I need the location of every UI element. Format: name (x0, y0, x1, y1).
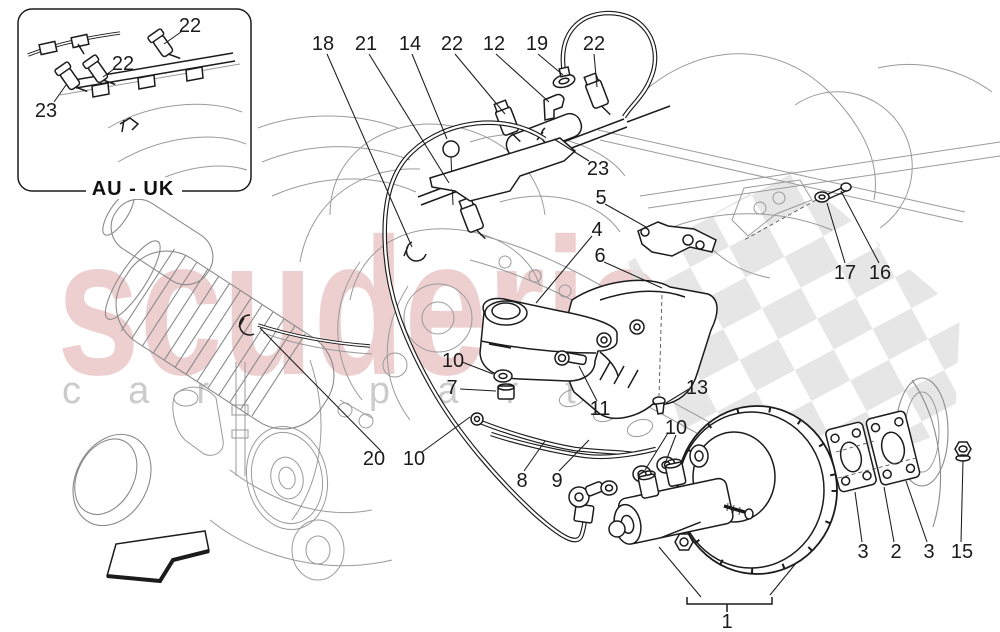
tank-cap (484, 300, 528, 326)
nut (674, 533, 694, 551)
car-chassis-outline (597, 53, 1000, 279)
callout-22: 22 (441, 33, 463, 55)
support-bracket-5 (637, 221, 717, 257)
booster-grommet (689, 444, 709, 468)
callout-20: 20 (363, 448, 385, 470)
callout-13: 13 (686, 377, 708, 399)
callout-22b: 22 (583, 33, 605, 55)
callout-2: 2 (890, 541, 901, 563)
grommet-10 (493, 369, 513, 383)
inset-box: 22 22 23 AU - UK (17, 8, 252, 200)
direction-arrow (106, 530, 210, 584)
pipe-clamp-20 (238, 314, 373, 355)
group-brace (686, 597, 773, 612)
callout-3b: 3 (923, 541, 934, 563)
callout-19: 19 (526, 33, 548, 55)
callout-9: 9 (551, 470, 562, 492)
banjo-elbow (568, 486, 590, 508)
inset-injector (82, 54, 116, 86)
callout-12: 12 (483, 33, 505, 55)
plug (600, 480, 618, 496)
inset-injector (54, 61, 88, 93)
servo-hose (382, 120, 605, 543)
hose-ring-10 (470, 412, 484, 426)
callout-21: 21 (355, 33, 377, 55)
callout-10b: 10 (403, 448, 425, 470)
heat-shield (564, 279, 718, 419)
stud-bolt (723, 502, 754, 520)
bolt-13 (652, 396, 666, 415)
inset-callout-22b: 22 (112, 53, 134, 75)
callout-18: 18 (312, 33, 334, 55)
expansion-tank (479, 297, 666, 415)
callout-23: 23 (587, 158, 609, 180)
chassis-bolts (743, 182, 852, 241)
inset-injector (147, 28, 181, 60)
brake-booster-assembly (676, 377, 972, 575)
callout-14: 14 (399, 33, 421, 55)
inset-callout-23: 23 (35, 100, 57, 122)
callout-7: 7 (446, 377, 457, 399)
callout-16: 16 (869, 262, 891, 284)
inset-region-label: AU - UK (92, 178, 175, 200)
nut-15 (954, 441, 972, 462)
union-elbow-12 (543, 93, 565, 121)
callout-6: 6 (594, 245, 605, 267)
injector (583, 72, 611, 116)
callout-8: 8 (516, 470, 527, 492)
leader-lines (259, 53, 964, 598)
engine-context-lines (172, 115, 721, 581)
inset-callout-22: 22 (179, 15, 201, 37)
callout-17: 17 (834, 262, 856, 284)
rail-bracket-21 (429, 137, 577, 202)
master-cylinder (608, 458, 754, 551)
clip-23 (403, 241, 427, 262)
callout-5: 5 (595, 187, 606, 209)
callout-10c: 10 (665, 417, 687, 439)
callout-15: 15 (951, 541, 973, 563)
gasket-plate (825, 421, 877, 493)
callout-10: 10 (442, 350, 464, 372)
callout-3: 3 (857, 541, 868, 563)
gasket-plate (865, 410, 921, 486)
callout-1: 1 (721, 611, 732, 632)
callout-4: 4 (591, 219, 602, 241)
callouts: 18 21 14 22 12 19 22 23 5 4 6 17 16 10 7… (312, 33, 973, 632)
callout-11: 11 (590, 398, 611, 420)
ball-screw-14 (442, 140, 460, 158)
bushing-7 (497, 385, 515, 400)
sensor (608, 520, 626, 538)
